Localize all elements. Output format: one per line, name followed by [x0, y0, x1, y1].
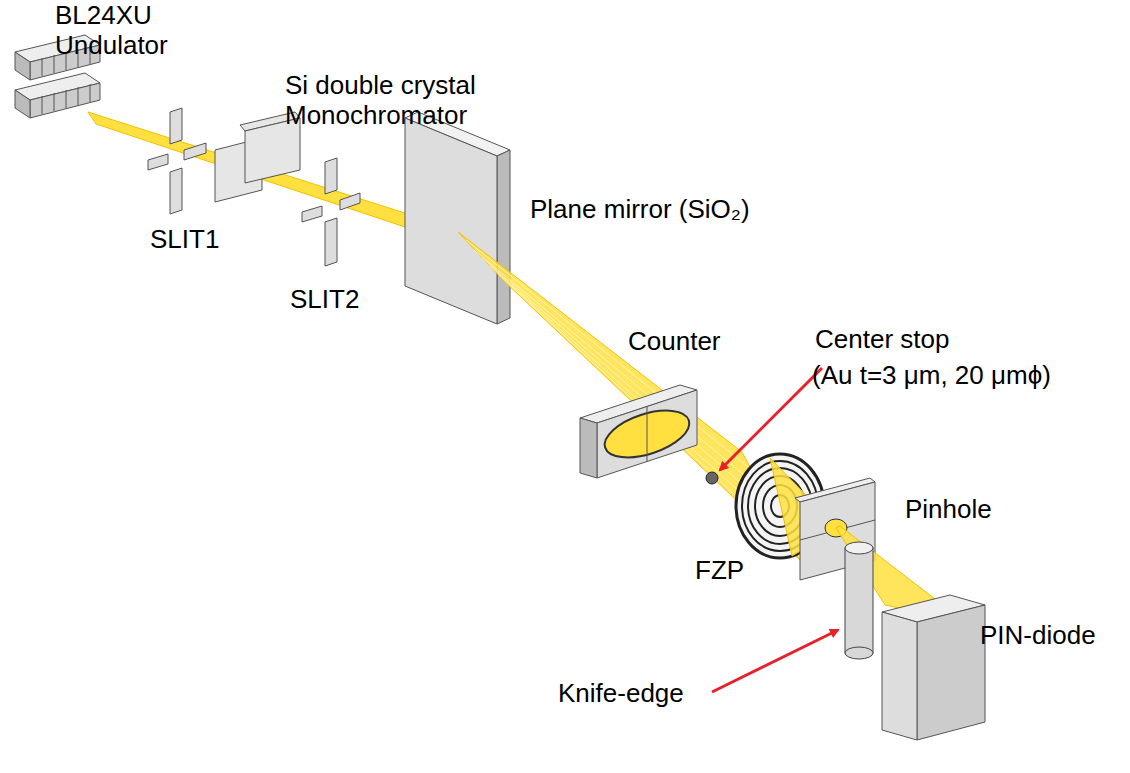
stop-spec-label: (Au t=3 μm, 20 μmϕ) [812, 360, 1051, 390]
fzp-label: FZP [695, 555, 744, 585]
knife-edge [845, 542, 873, 659]
center-stop [706, 472, 718, 484]
pinhole-label: Pinhole [905, 494, 992, 524]
slit-label: SLIT1 [150, 224, 219, 254]
plane-mirror [405, 112, 510, 324]
leader-arrow [720, 368, 822, 470]
monochromator-label: Si double crystal Monochromator [285, 70, 520, 130]
stop-label: Center stop [815, 324, 949, 354]
slit [148, 108, 206, 214]
knife-edge-label: Knife-edge [558, 678, 684, 708]
slit-label: SLIT2 [290, 284, 359, 314]
leader-arrow [712, 630, 838, 692]
slit [302, 158, 360, 266]
counter-label: Counter [628, 326, 721, 356]
mirror-label: Plane mirror (SiO₂) [530, 194, 750, 224]
detector-label: PIN-diode [980, 620, 1096, 650]
counter [580, 385, 697, 478]
pin-diode [882, 595, 985, 740]
source-label: BL24XU Undulator [55, 0, 205, 60]
